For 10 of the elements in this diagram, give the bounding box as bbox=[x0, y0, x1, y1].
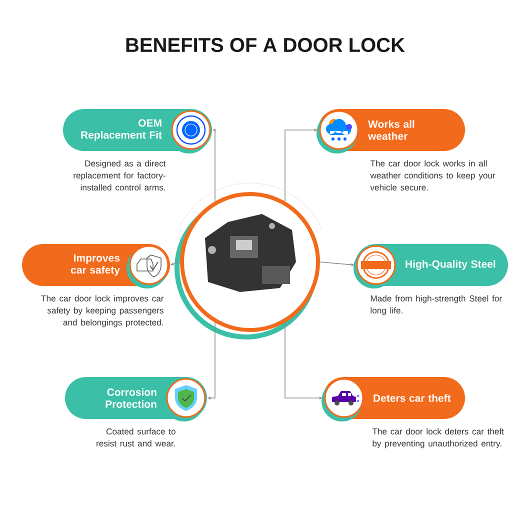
description-text: Designed as a direct replacement for factory-installed control arms. bbox=[74, 160, 166, 190]
description-text: The car door lock improves car safety by keeping passengers and belongings protected. bbox=[41, 295, 164, 328]
description-text: Coated surface to resist rust and wear. bbox=[96, 428, 176, 447]
description-text: The car door lock works in all weather conditions to keep your vehicle secure. bbox=[370, 160, 496, 190]
benefit-pill: Improves car safety bbox=[22, 244, 170, 288]
title: BENEFITS OF A DOOR LOCK bbox=[126, 38, 405, 52]
description-text: The car door lock deters car theft by preventing unauthorized entry. bbox=[372, 428, 504, 448]
description-text: Made from high-strength Steel for long life. bbox=[370, 295, 502, 316]
door-lock-drawing bbox=[174, 182, 322, 340]
benefit-pill: Deters car theft bbox=[322, 377, 465, 422]
